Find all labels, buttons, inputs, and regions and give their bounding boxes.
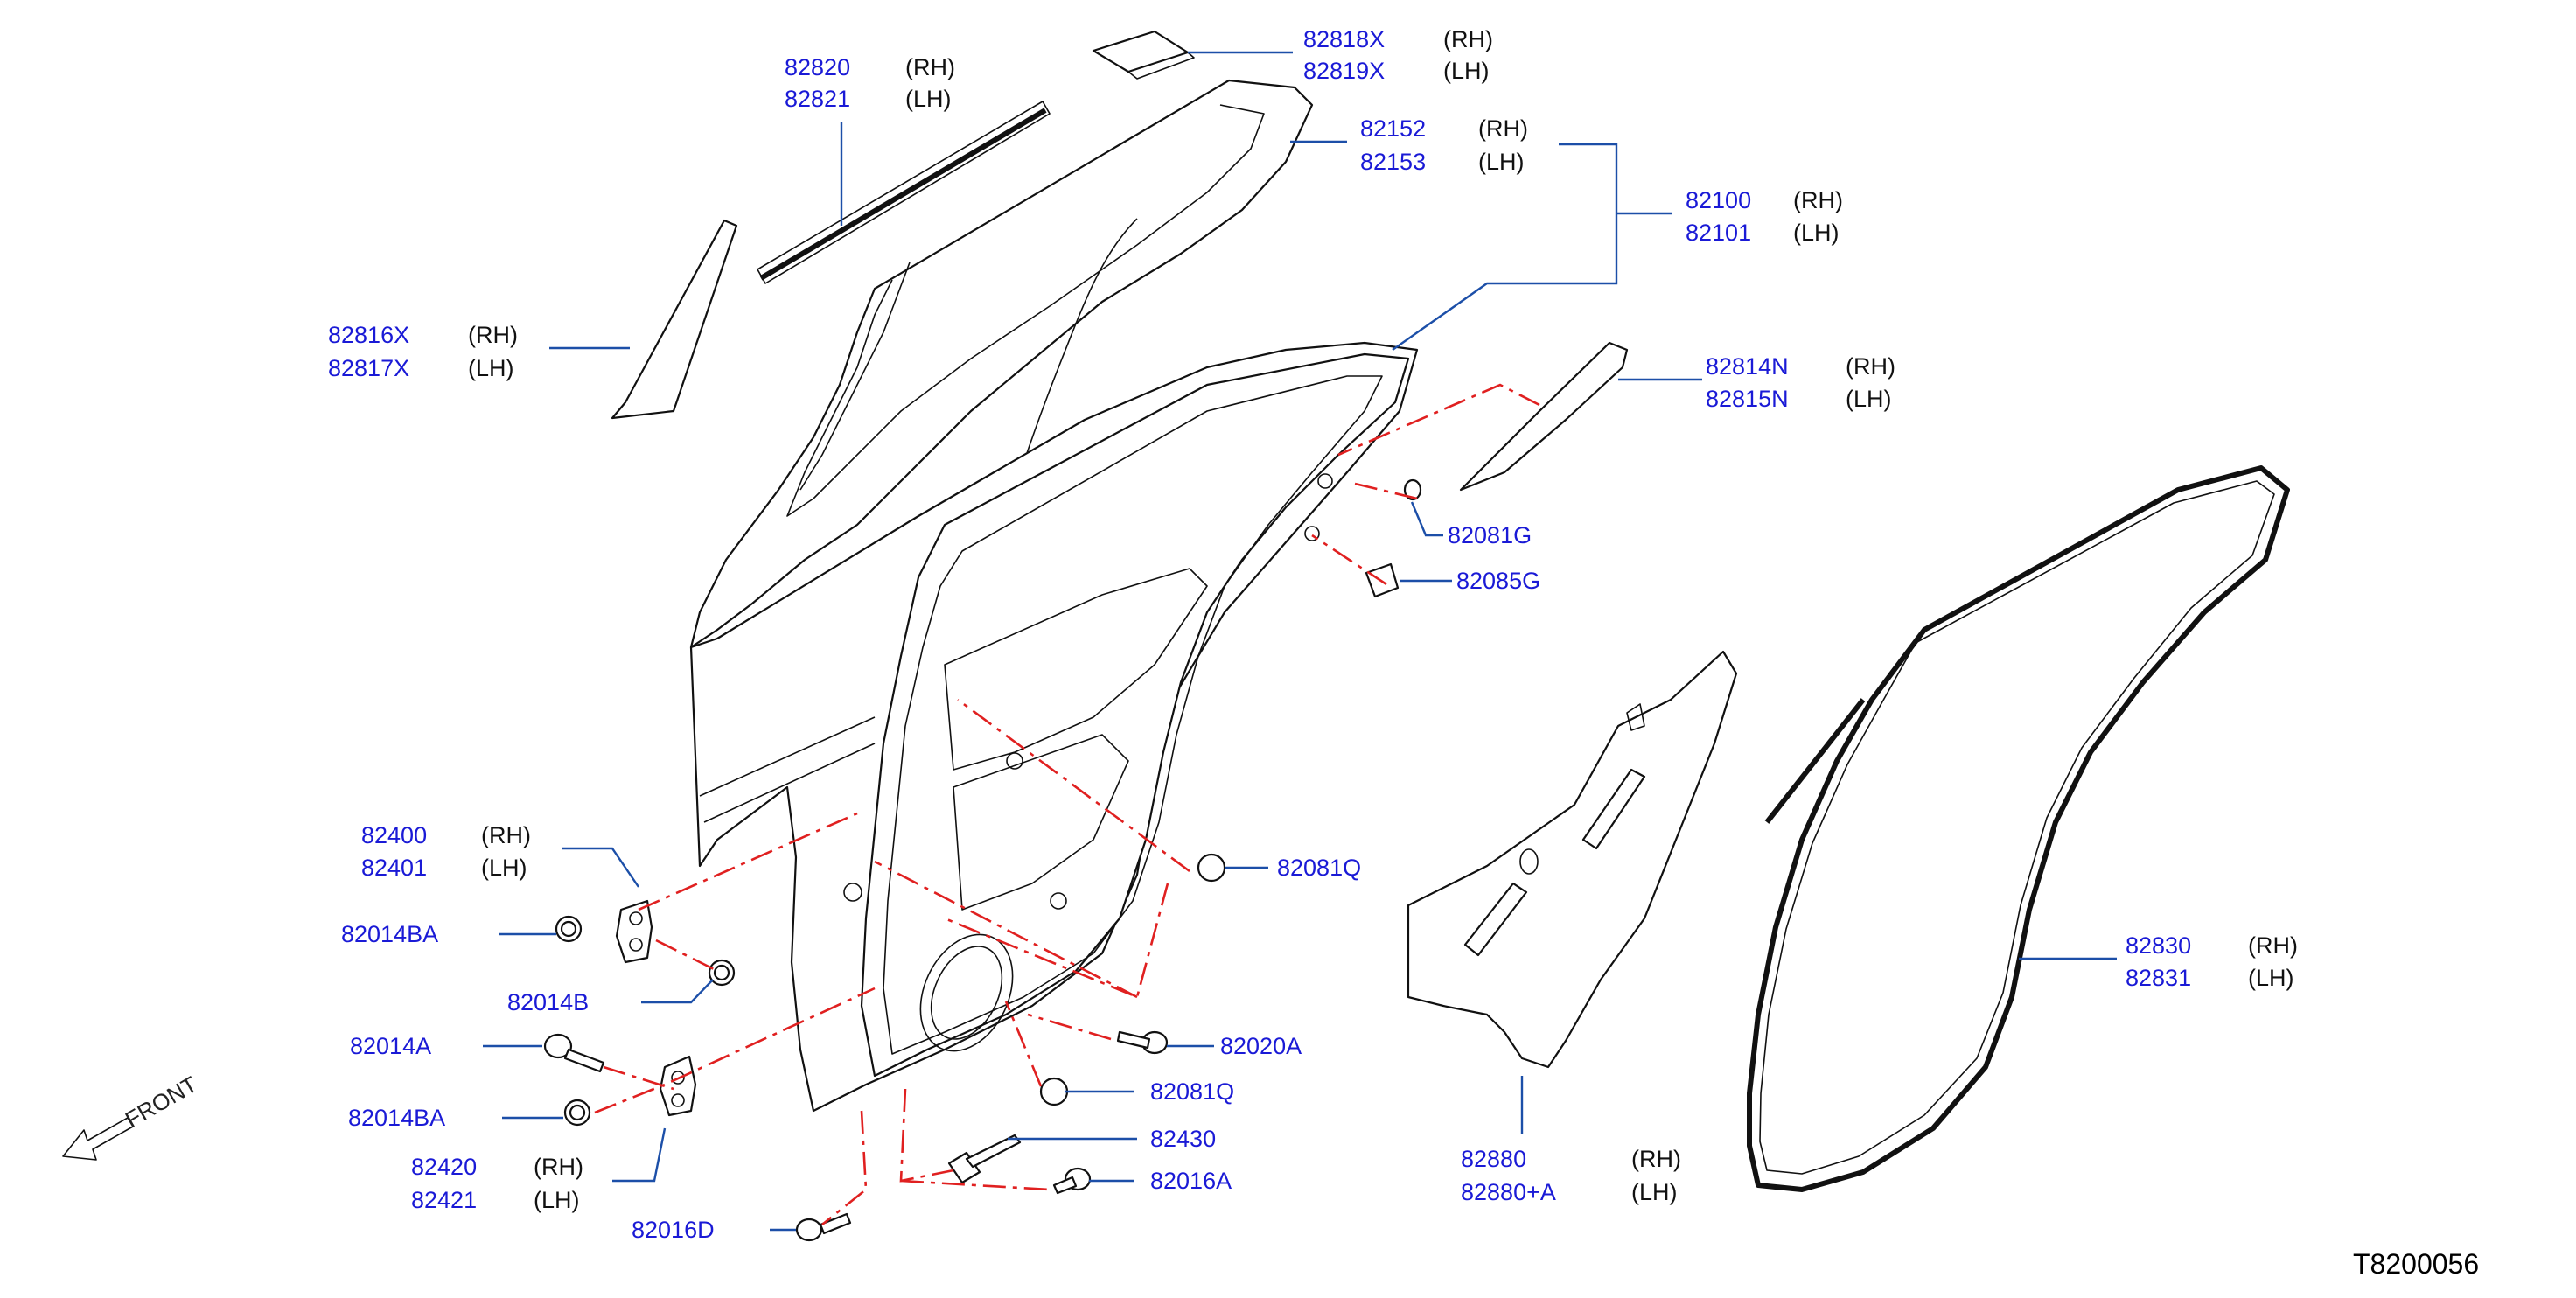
callout-82814N: 82814N (RH) 82815N (LH) (1706, 353, 1895, 412)
callout-82100: 82100 (RH) 82101 (LH) (1686, 187, 1843, 246)
callout-82816X: 82816X (RH) 82817X (LH) (328, 322, 518, 381)
side-label: (RH) (534, 1154, 583, 1180)
callout-82830: 82830 (RH) 82831 (LH) (2126, 932, 2298, 991)
part-number: 82100 (1686, 187, 1751, 213)
part-number: 82081Q (1150, 1078, 1234, 1105)
callout-82016A: 82016A (1150, 1168, 1232, 1194)
side-label: (LH) (1631, 1179, 1678, 1205)
door-sealing-screen (1407, 650, 1738, 1069)
part-number: 82014A (350, 1033, 431, 1059)
side-label: (RH) (905, 54, 955, 80)
part-number: 82421 (411, 1187, 477, 1213)
callout-82818X: 82818X (RH) 82819X (LH) (1303, 26, 1493, 84)
part-number: 82880+A (1461, 1179, 1556, 1205)
callout-82152: 82152 (RH) 82153 (LH) (1360, 115, 1528, 175)
part-number: 82016D (632, 1217, 715, 1243)
side-label: (RH) (1631, 1146, 1681, 1172)
side-label: (RH) (481, 822, 531, 848)
alignment-lines (594, 383, 1540, 1226)
part-number: 82153 (1360, 149, 1426, 175)
part-number: 82014BA (348, 1105, 445, 1131)
door-sash-outer (689, 79, 1314, 649)
front-arrow-icon (62, 1117, 134, 1161)
upper-hinge (615, 899, 653, 964)
callout-82081G: 82081G (1448, 522, 1532, 548)
side-label: (RH) (1793, 187, 1843, 213)
callout-82820: 82820 (RH) 82821 (LH) (785, 54, 955, 112)
part-number: 82818X (1303, 26, 1385, 52)
front-label: FRONT (121, 1071, 202, 1133)
callout-82014A: 82014A (350, 1033, 431, 1059)
callout-82014BA-lower: 82014BA (348, 1105, 445, 1131)
part-number: 82816X (328, 322, 409, 348)
part-number: 82081G (1448, 522, 1532, 548)
part-number: 82401 (361, 855, 427, 881)
lower-hinge (659, 1055, 697, 1117)
callout-82081Q-lower: 82081Q (1150, 1078, 1234, 1105)
side-label: (LH) (481, 855, 527, 881)
side-label: (LH) (468, 355, 514, 381)
part-number: 82880 (1461, 1146, 1526, 1172)
corner-finisher (1459, 341, 1629, 492)
side-label: (RH) (468, 322, 518, 348)
side-label: (LH) (534, 1187, 580, 1213)
side-label: (LH) (1443, 58, 1490, 84)
part-number: 82400 (361, 822, 427, 848)
sash-finisher-top (1092, 30, 1195, 80)
side-label: (LH) (1793, 220, 1840, 246)
part-number: 82152 (1360, 115, 1426, 142)
part-number: 82085G (1456, 568, 1540, 594)
plugs-and-bolts (543, 478, 1422, 1242)
side-label: (RH) (1478, 115, 1528, 142)
callout-82420: 82420 (RH) 82421 (LH) (411, 1154, 583, 1213)
part-number: 82081Q (1277, 855, 1361, 881)
callout-82081Q-upper: 82081Q (1277, 855, 1361, 881)
part-number: 82830 (2126, 932, 2191, 959)
part-number: 82814N (1706, 353, 1789, 380)
side-label: (LH) (905, 86, 952, 112)
part-number: 82831 (2126, 965, 2191, 991)
part-number: 82016A (1150, 1168, 1232, 1194)
door-weatherstrip (1747, 465, 2290, 1192)
part-number: 82430 (1150, 1126, 1216, 1152)
part-number: 82821 (785, 86, 850, 112)
part-number: 82815N (1706, 386, 1789, 412)
side-label: (RH) (1846, 353, 1895, 380)
part-number: 82020A (1220, 1033, 1302, 1059)
callout-82020A: 82020A (1220, 1033, 1302, 1059)
callout-82430: 82430 (1150, 1126, 1216, 1152)
callout-82400: 82400 (RH) 82401 (LH) (361, 822, 531, 881)
side-label: (RH) (1443, 26, 1493, 52)
door-panel-outer (689, 341, 1419, 1113)
part-number: 82101 (1686, 220, 1751, 246)
callout-82085G: 82085G (1456, 568, 1540, 594)
part-number: 82014B (507, 989, 589, 1015)
side-label: (RH) (2248, 932, 2298, 959)
side-label: (LH) (1846, 386, 1892, 412)
part-number: 82014BA (341, 921, 438, 947)
callout-82014BA-upper: 82014BA (341, 921, 438, 947)
part-number: 82819X (1303, 58, 1385, 84)
pillar-finisher (611, 219, 738, 420)
glass-run-channel (757, 101, 1051, 284)
callout-82014B: 82014B (507, 989, 589, 1015)
part-number: 82817X (328, 355, 409, 381)
part-number: 82820 (785, 54, 850, 80)
door-check-link (947, 1134, 1022, 1184)
callout-82016D: 82016D (632, 1217, 715, 1243)
side-label: (LH) (1478, 149, 1525, 175)
side-label: (LH) (2248, 965, 2294, 991)
callout-82880: 82880 (RH) 82880+A (LH) (1461, 1146, 1681, 1205)
diagram-reference-code: T8200056 (2353, 1248, 2479, 1280)
leader-lines (483, 51, 2117, 1232)
part-number: 82420 (411, 1154, 477, 1180)
